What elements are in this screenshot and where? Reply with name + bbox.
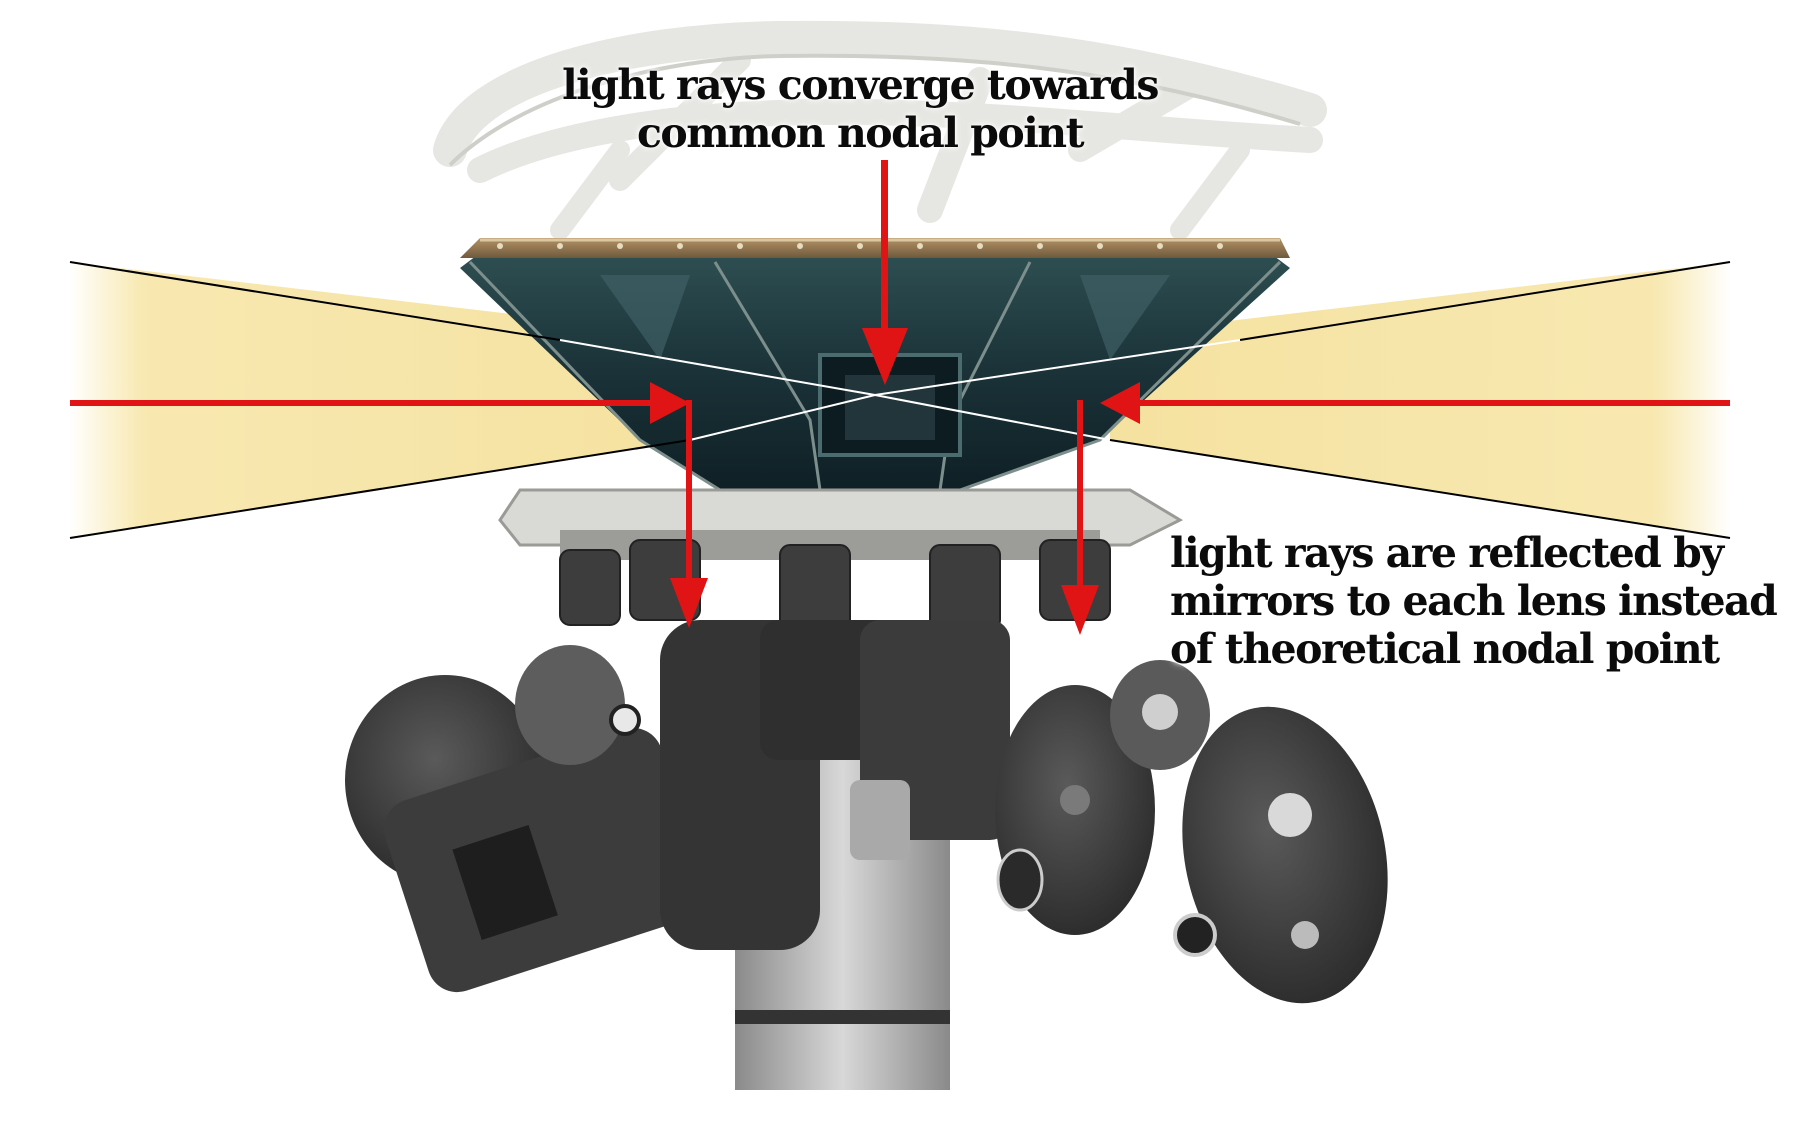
reflected-callout: light rays are reflected by mirrors to e…: [1170, 529, 1778, 674]
arrow-nodal-shaft: [881, 160, 888, 335]
mirror-pyramid-rim: [460, 238, 1290, 258]
arrow-left-horizontal-shaft: [70, 400, 660, 406]
converge-callout: light rays converge towards common nodal…: [560, 61, 1160, 158]
converge-callout-line-1: light rays converge towards: [562, 61, 1159, 109]
film-reel-right-large: [1182, 706, 1388, 1004]
support-frame: [433, 20, 1327, 240]
ray-right-lower: [1109, 439, 1731, 539]
arrow-right-horizontal-shaft: [1130, 400, 1730, 406]
arrow-left-horizontal-head: [650, 382, 690, 424]
ray-right-upper: [1239, 261, 1731, 341]
ray-left-lower: [69, 439, 691, 539]
red-arrows: [70, 160, 1730, 635]
film-reel-back-left: [515, 645, 625, 765]
mirror-facet-lines: [468, 260, 721, 492]
light-ray-lines: [69, 261, 1731, 539]
arrow-right-down-head: [1061, 585, 1099, 635]
reflected-callout-line-1: light rays are reflected by: [1170, 529, 1724, 577]
reflected-callout-line-2: mirrors to each lens instead: [1170, 576, 1778, 625]
converge-callout-line-2: common nodal point: [636, 108, 1085, 157]
ray-left-upper: [69, 261, 561, 341]
camera-body-left: [383, 727, 707, 993]
arrow-left-down-head: [670, 578, 708, 628]
reflected-callout-line-3: of theoretical nodal point: [1170, 624, 1720, 673]
camera-lenses: [559, 539, 1111, 631]
arrow-right-horizontal-head: [1100, 382, 1140, 424]
support-frame-shading: [448, 53, 1301, 167]
arrow-right-down-shaft: [1077, 400, 1083, 590]
arrow-left-down-shaft: [686, 400, 692, 585]
arrow-nodal-head: [862, 328, 908, 385]
camera-cluster: [345, 620, 1388, 1004]
